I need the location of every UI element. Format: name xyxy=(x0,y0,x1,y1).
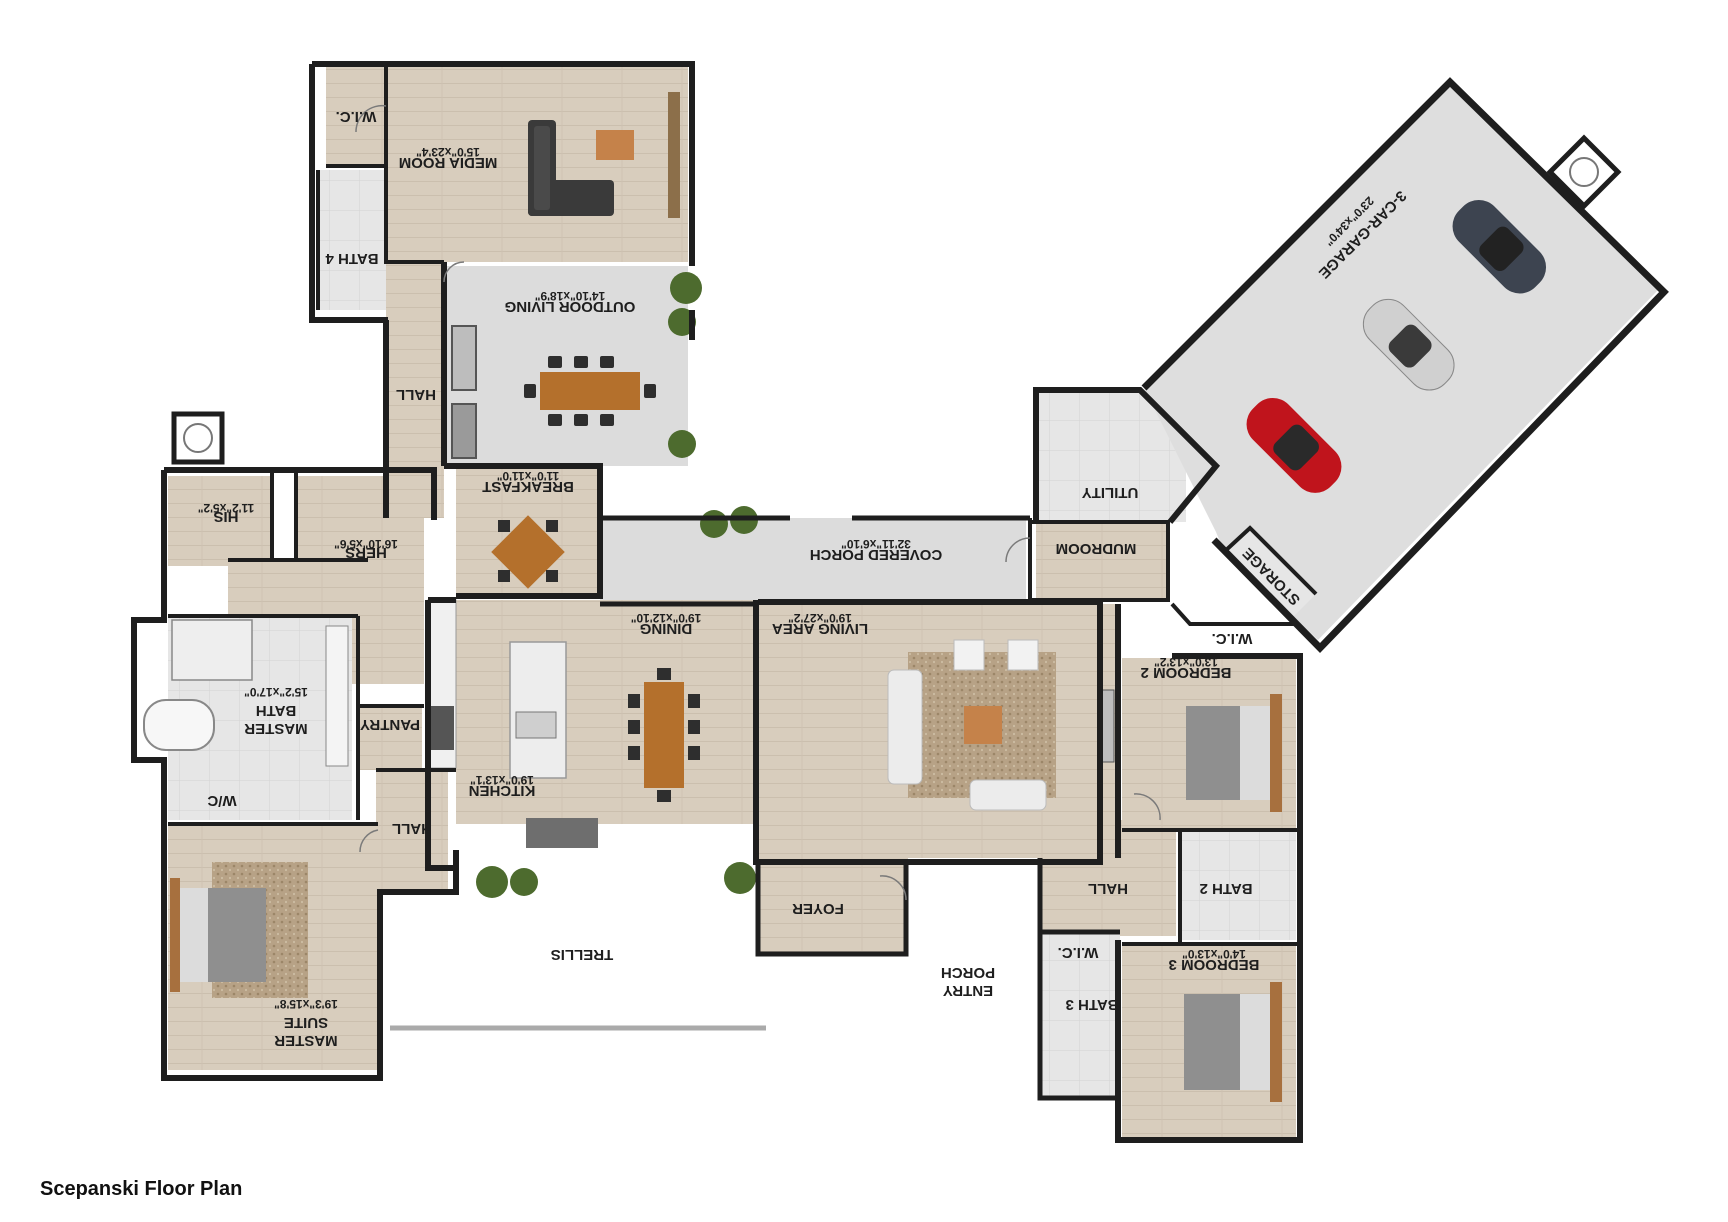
walls xyxy=(131,61,1669,1143)
his-floor xyxy=(168,476,272,566)
bath3-floor xyxy=(1040,930,1120,1098)
dining-table xyxy=(644,682,684,788)
label-hers: HERS xyxy=(345,544,387,561)
label-his: HIS xyxy=(213,508,238,525)
label-hall-master: HALL xyxy=(392,820,432,837)
hall-right-floor xyxy=(1040,820,1176,936)
outdoor-dining-table xyxy=(540,372,640,410)
media-coffee-table xyxy=(596,130,634,160)
label-foyer: FOYER xyxy=(792,900,844,917)
label-covered-porch: COVERED PORCH xyxy=(810,546,943,563)
dims-bedroom2: 13'0"x13'2" xyxy=(1154,655,1218,669)
label-kitchen: KITCHEN xyxy=(469,782,536,799)
wic-top-floor xyxy=(326,66,386,166)
master-shower xyxy=(171,619,253,681)
refrigerator xyxy=(526,818,598,848)
master-vanity xyxy=(325,625,349,767)
car-silver xyxy=(1362,298,1455,391)
label-bedroom2: BEDROOM 2 xyxy=(1141,664,1232,681)
hvac-unit-right xyxy=(1546,134,1622,210)
bath2-floor xyxy=(1180,828,1296,940)
label-trellis: TRELLIS xyxy=(551,946,614,963)
outdoor-living-floor xyxy=(444,266,688,466)
door-swings xyxy=(355,104,1161,901)
outdoor-grill xyxy=(451,325,477,391)
dims-his: 11'2"x5'2" xyxy=(198,501,254,515)
covered-porch-floor xyxy=(600,518,1026,604)
label-wic-bed2: W.I.C. xyxy=(1212,630,1253,647)
label-outdoor-living: OUTDOOR LIVING xyxy=(505,298,636,315)
storage-floor xyxy=(1224,528,1316,620)
living-coffee-table xyxy=(964,706,1002,744)
bedroom2-bed xyxy=(1186,694,1282,812)
label-wc: W/C xyxy=(207,792,236,809)
dims-dining: 19'0"x12'10" xyxy=(631,611,701,625)
dims-hers: 16'10"x5'6" xyxy=(334,537,398,551)
outdoor-fireplace xyxy=(451,403,477,459)
label-master-bath-1: MASTER xyxy=(244,720,308,737)
living-sofa xyxy=(887,669,923,785)
label-master-bath-2: BATH xyxy=(256,702,297,719)
mudroom-floor xyxy=(1036,522,1168,602)
armchair-a xyxy=(953,639,985,671)
furniture xyxy=(143,92,1622,1102)
living-loveseat xyxy=(969,779,1047,811)
dims-outdoor-living: 14'10"x18'9" xyxy=(535,289,605,303)
armchair-b xyxy=(1007,639,1039,671)
pantry-floor xyxy=(358,706,422,770)
label-master-suite-2: SUITE xyxy=(284,1014,328,1031)
plan-caption: Scepanski Floor Plan xyxy=(40,1178,243,1200)
label-breakfast: BREAKFAST xyxy=(482,478,574,495)
label-mudroom: MUDROOM xyxy=(1056,540,1137,557)
label-bath4: BATH 4 xyxy=(325,250,379,267)
dims-covered-porch: 32'11"x6'10" xyxy=(841,537,911,551)
label-wic-bed3: W.I.C. xyxy=(1058,944,1099,961)
foyer-floor xyxy=(758,858,908,954)
tv-console xyxy=(668,92,680,218)
label-hall-right: HALL xyxy=(1088,880,1128,897)
label-wic-top: W.I.C. xyxy=(336,108,377,125)
dims-breakfast: 11'0"x11'0" xyxy=(497,469,559,483)
sectional-sofa xyxy=(528,120,614,216)
label-living-area: LIVING AREA xyxy=(772,620,868,637)
bedroom3-bed xyxy=(1184,982,1282,1102)
label-master-suite-1: MASTER xyxy=(274,1032,338,1049)
closet-entry-floor xyxy=(228,560,368,616)
dims-living-area: 19'0"x27'2" xyxy=(788,611,852,625)
dims-media-room: 15'0"x23'4" xyxy=(416,145,480,159)
breakfast-chairs xyxy=(498,520,558,582)
label-utility: UTILITY xyxy=(1082,484,1139,501)
island-sink xyxy=(515,711,557,739)
dims-bedroom3: 14'0"x13'0" xyxy=(1182,947,1246,961)
kitchen-dining-floor xyxy=(456,600,756,824)
dining-chairs xyxy=(628,668,700,802)
hvac-unit-left xyxy=(171,411,225,465)
dims-master-bath: 15'2"x17'0" xyxy=(244,685,308,699)
label-dining: DINING xyxy=(640,620,693,637)
car-red xyxy=(1246,397,1342,493)
dims-master-suite: 19'3"x15'8" xyxy=(274,997,338,1011)
label-hall-upper: HALL xyxy=(396,386,436,403)
dims-kitchen: 19'0"x13'1" xyxy=(470,773,534,787)
label-media-room: MEDIA ROOM xyxy=(399,154,498,171)
car-charcoal xyxy=(1452,199,1547,294)
outdoor-chairs xyxy=(524,356,656,426)
label-bedroom3: BEDROOM 3 xyxy=(1169,956,1260,973)
label-pantry: PANTRY xyxy=(360,716,420,733)
bath4-floor xyxy=(318,170,386,310)
kitchen-island xyxy=(509,641,567,779)
label-entry-porch-2: PORCH xyxy=(941,964,995,981)
label-entry-porch-1: ENTRY xyxy=(943,982,993,999)
label-bath2: BATH 2 xyxy=(1199,880,1252,897)
label-bath3: BATH 3 xyxy=(1065,996,1118,1013)
bathtub xyxy=(143,699,215,751)
master-bed xyxy=(170,862,308,998)
cooktop xyxy=(430,706,454,750)
